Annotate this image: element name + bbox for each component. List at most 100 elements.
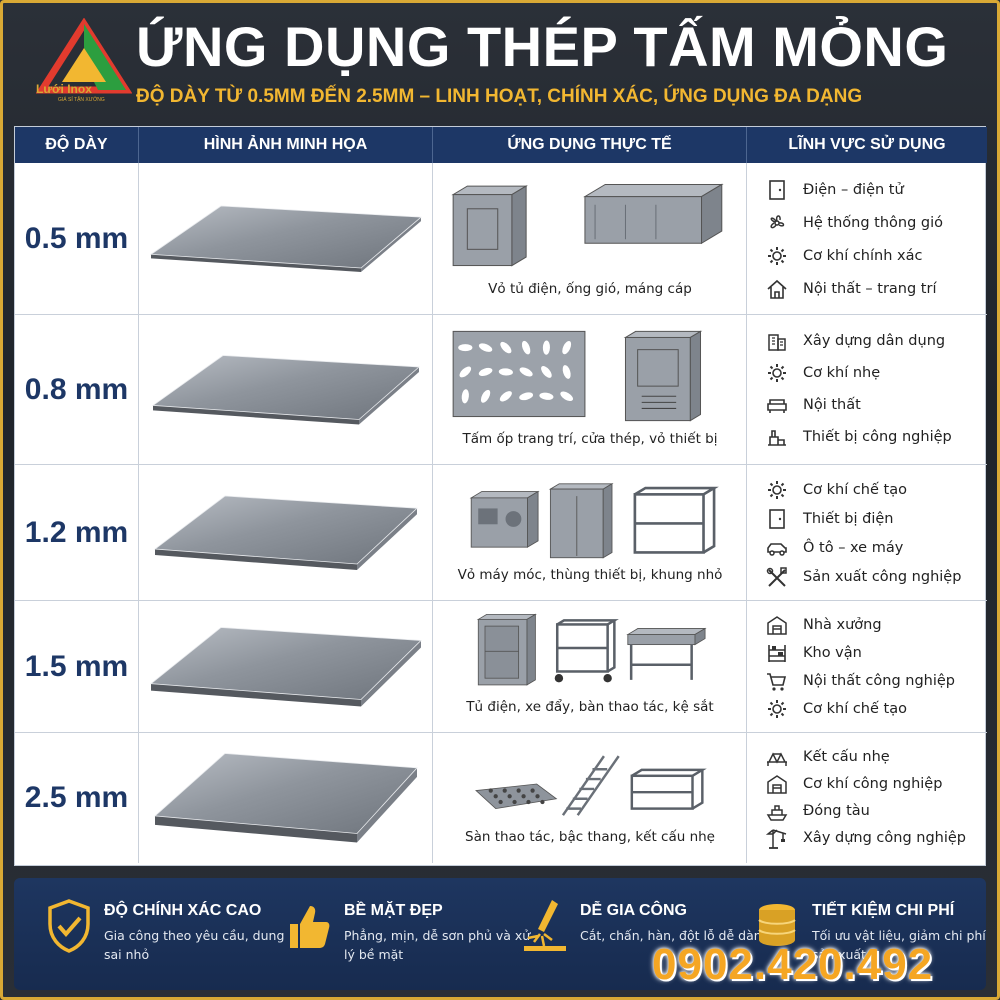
field-label: Cơ khí chính xác xyxy=(803,247,923,264)
feature-cost: TIẾT KIỆM CHI PHÍ Tối ưu vật liệu, giảm … xyxy=(754,892,986,982)
field-item: Nội thất xyxy=(765,389,987,421)
table-header: ĐỘ DÀY HÌNH ẢNH MINH HỌA ỨNG DỤNG THỰC T… xyxy=(15,127,987,163)
illustration-cell xyxy=(139,733,433,863)
thumbs-up-icon xyxy=(290,906,330,948)
cart-icon xyxy=(765,670,789,692)
field-item: Nội thất công nghiệp xyxy=(765,667,987,695)
feature-precision: ĐỘ CHÍNH XÁC CAO Gia công theo yêu cầu, … xyxy=(46,892,284,982)
application-products-image xyxy=(476,613,707,686)
field-item: Cơ khí công nghiệp xyxy=(765,770,987,797)
fields-cell: Điện – điện tử Hệ thống thông gió Cơ khí… xyxy=(747,163,987,314)
field-item: Thiết bị công nghiệp xyxy=(765,421,987,453)
field-label: Hệ thống thông gió xyxy=(803,214,944,231)
feature-title: BỀ MẶT ĐẸP xyxy=(344,902,443,919)
truss-icon xyxy=(765,746,789,768)
fields-cell: Kết cấu nhẹ Cơ khí công nghiệp Đóng tàu … xyxy=(747,733,987,863)
thickness-value: 0.8 mm xyxy=(24,372,129,406)
application-caption: Tủ điện, xe đẩy, bàn thao tác, kệ sắt xyxy=(466,699,714,715)
tools-icon xyxy=(765,566,789,588)
feature-desc: Phẳng, mịn, dễ sơn phủ và xử lý bề mặt xyxy=(344,928,531,962)
thickness-cell: 2.5 mm xyxy=(15,733,139,863)
field-label: Cơ khí chế tạo xyxy=(803,481,907,498)
table-row: 1.5 mm Tủ điện, xe đẩy, bàn thao tác, kệ… xyxy=(15,601,987,733)
field-label: Kho vận xyxy=(803,645,862,661)
application-products-image xyxy=(475,755,707,816)
field-label: Xây dựng dân dụng xyxy=(803,333,946,349)
field-label: Xây dựng công nghiệp xyxy=(803,829,966,846)
field-label: Thiết bị công nghiệp xyxy=(803,429,952,445)
application-products-image xyxy=(452,330,703,422)
header-fields: LĨNH VỰC SỬ DỤNG xyxy=(788,136,946,153)
table-row: 0.8 mm Tấm ốp trang trí, cửa thép, vỏ th… xyxy=(15,315,987,465)
factory-icon xyxy=(765,773,789,795)
shelf-icon xyxy=(765,642,789,664)
cabinet-icon xyxy=(765,179,789,201)
illustration-cell xyxy=(139,163,433,314)
thickness-cell: 1.2 mm xyxy=(15,465,139,600)
illustration-cell xyxy=(139,601,433,732)
machine-icon xyxy=(765,426,789,448)
field-item: Cơ khí chế tạo xyxy=(765,695,987,723)
field-item: Xây dựng công nghiệp xyxy=(765,824,987,851)
gear-icon xyxy=(765,698,789,720)
ship-icon xyxy=(765,800,789,822)
table-body: 0.5 mm Vỏ tủ điện, ống gió, máng cáp Điệ… xyxy=(15,163,987,863)
gear-icon xyxy=(765,362,789,384)
field-item: Nội thất – trang trí xyxy=(765,272,987,305)
thickness-value: 1.5 mm xyxy=(24,649,129,683)
header-illustration: HÌNH ẢNH MINH HỌA xyxy=(139,127,433,163)
thickness-cell: 0.5 mm xyxy=(15,163,139,314)
fields-list: Xây dựng dân dụng Cơ khí nhẹ Nội thất Th… xyxy=(747,315,987,453)
illustration-cell xyxy=(139,315,433,464)
application-products-image xyxy=(451,183,724,267)
field-item: Cơ khí chính xác xyxy=(765,239,987,272)
logo-triangle-icon xyxy=(36,18,132,94)
application-cell: Tấm ốp trang trí, cửa thép, vỏ thiết bị xyxy=(433,315,747,464)
features-bar: ĐỘ CHÍNH XÁC CAO Gia công theo yêu cầu, … xyxy=(14,878,986,990)
field-item: Ô tô – xe máy xyxy=(765,533,987,562)
fields-list: Nhà xưởng Kho vận Nội thất công nghiệp C… xyxy=(747,601,987,723)
fields-cell: Cơ khí chế tạo Thiết bị điện Ô tô – xe m… xyxy=(747,465,987,600)
field-item: Kết cấu nhẹ xyxy=(765,743,987,770)
application-cell: Vỏ tủ điện, ống gió, máng cáp xyxy=(433,163,747,314)
application-cell: Tủ điện, xe đẩy, bàn thao tác, kệ sắt xyxy=(433,601,747,732)
field-label: Đóng tàu xyxy=(803,802,870,819)
application-cell: Vỏ máy móc, thùng thiết bị, khung nhỏ xyxy=(433,465,747,600)
hotline-phone[interactable]: 0902.420.492 xyxy=(652,940,934,989)
field-label: Nội thất công nghiệp xyxy=(803,673,955,689)
header: Lưới Inox GIÁ SỈ TẬN XƯỞNG ỨNG DỤNG THÉP… xyxy=(0,0,1000,120)
field-item: Nhà xưởng xyxy=(765,611,987,639)
gear-icon xyxy=(765,245,789,267)
fields-cell: Xây dựng dân dụng Cơ khí nhẹ Nội thất Th… xyxy=(747,315,987,464)
application-table: ĐỘ DÀY HÌNH ẢNH MINH HỌA ỨNG DỤNG THỰC T… xyxy=(14,126,987,866)
application-cell: Sàn thao tác, bậc thang, kết cấu nhẹ xyxy=(433,733,747,863)
fields-list: Điện – điện tử Hệ thống thông gió Cơ khí… xyxy=(747,163,987,305)
steel-plate-image xyxy=(139,465,432,600)
building-icon xyxy=(765,330,789,352)
sofa-icon xyxy=(765,394,789,416)
field-item: Hệ thống thông gió xyxy=(765,206,987,239)
welding-icon xyxy=(524,900,566,951)
header-application: ỨNG DỤNG THỰC TẾ xyxy=(433,127,747,163)
page-subtitle: ĐỘ DÀY TỪ 0.5MM ĐẾN 2.5MM – LINH HOẠT, C… xyxy=(136,86,863,107)
thickness-value: 1.2 mm xyxy=(24,515,129,549)
feature-title: ĐỘ CHÍNH XÁC CAO xyxy=(104,902,262,919)
factory-icon xyxy=(765,614,789,636)
cabinet-icon xyxy=(765,508,789,530)
feature-desc: Gia công theo yêu cầu, dung sai nhỏ xyxy=(104,928,285,962)
application-products-image xyxy=(469,483,719,559)
steel-plate-image xyxy=(139,315,432,464)
field-item: Xây dựng dân dụng xyxy=(765,325,987,357)
application-caption: Vỏ tủ điện, ống gió, máng cáp xyxy=(488,281,692,297)
fan-icon xyxy=(765,212,789,234)
illustration-cell xyxy=(139,465,433,600)
application-caption: Vỏ máy móc, thùng thiết bị, khung nhỏ xyxy=(457,567,723,583)
field-label: Kết cấu nhẹ xyxy=(803,748,890,765)
field-item: Cơ khí chế tạo xyxy=(765,475,987,504)
field-label: Ô tô – xe máy xyxy=(803,539,904,556)
thickness-cell: 0.8 mm xyxy=(15,315,139,464)
house-icon xyxy=(765,278,789,300)
table-row: 1.2 mm Vỏ máy móc, thùng thiết bị, khung… xyxy=(15,465,987,601)
field-label: Nội thất – trang trí xyxy=(803,280,937,297)
